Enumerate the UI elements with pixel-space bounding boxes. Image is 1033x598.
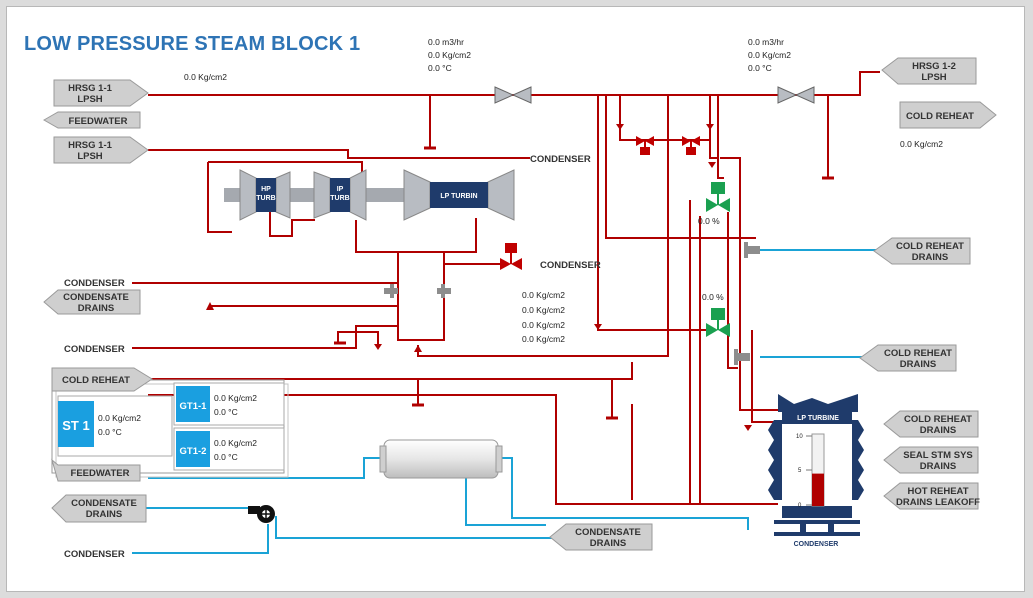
ip-turbine[interactable]	[313, 169, 367, 221]
condenser-label-1: CONDENSER	[530, 154, 591, 165]
pump-icon[interactable]	[248, 505, 275, 523]
lp-turbine-main-label: LP TURBINE	[797, 415, 839, 422]
page-title: LOW PRESSURE STEAM BLOCK 1	[24, 33, 361, 55]
press-2: 0.0 Kg/cm2	[748, 50, 791, 60]
drain-stubs	[334, 146, 834, 420]
mid-pressure-3: 0.0 Kg/cm2	[522, 320, 565, 330]
gt11-label: GT1-1	[180, 401, 208, 412]
units-group	[51, 379, 289, 478]
check-valves	[384, 242, 760, 365]
condenser-labels: CONDENSER CONDENSER CONDENSER CONDENSER …	[64, 154, 838, 560]
red-valve-left[interactable]	[636, 136, 654, 155]
condenser-label-4: CONDENSER	[64, 344, 125, 355]
tag-cold-reheat-top[interactable]: COLD REHEAT	[906, 111, 974, 122]
gt12-label: GT1-2	[180, 446, 207, 457]
mid-pressure-1: 0.0 Kg/cm2	[522, 290, 565, 300]
tag-cold-reheat-left[interactable]: COLD REHEAT	[62, 375, 130, 386]
press-1: 0.0 Kg/cm2	[428, 50, 471, 60]
lp-turbin-label: LP TURBIN	[440, 193, 477, 200]
mid-pressure-4: 0.0 Kg/cm2	[522, 334, 565, 344]
gauge-scale-mid: 5	[798, 468, 802, 474]
deaerator-tank[interactable]	[379, 439, 503, 479]
cold-reheat-pressure: 0.0 Kg/cm2	[900, 139, 943, 149]
condenser-label-5: CONDENSER	[64, 549, 125, 560]
st1-temp: 0.0 °C	[98, 427, 122, 437]
st1-label: ST 1	[62, 418, 89, 433]
valve-1-percent: 0.0 %	[698, 216, 720, 226]
gt11-temp: 0.0 °C	[214, 407, 238, 417]
temp-1: 0.0 °C	[428, 63, 452, 73]
gt12-panel[interactable]	[173, 427, 285, 471]
st1-pressure: 0.0 Kg/cm2	[98, 413, 141, 423]
control-valve-condenser[interactable]	[500, 243, 522, 270]
lp-condenser-label: CONDENSER	[794, 541, 839, 548]
gt12-pressure: 0.0 Kg/cm2	[214, 438, 257, 448]
green-control-valve-1[interactable]	[706, 182, 730, 212]
unit-texts: ST 1 0.0 Kg/cm2 0.0 °C GT1-1 0.0 Kg/cm2 …	[62, 393, 257, 462]
temp-2: 0.0 °C	[748, 63, 772, 73]
st1-panel[interactable]	[57, 395, 173, 457]
gt11-panel[interactable]	[173, 382, 285, 426]
left-tag-shapes	[42, 79, 153, 523]
gauge-scale-bottom: 0	[798, 503, 802, 509]
condenser-label-3: CONDENSER	[64, 278, 125, 289]
condenser-label-2: CONDENSER	[540, 260, 601, 271]
mid-pressure-2: 0.0 Kg/cm2	[522, 305, 565, 315]
readings: 0.0 Kg/cm2 0.0 m3/hr 0.0 Kg/cm2 0.0 °C 0…	[184, 37, 943, 344]
water-lines	[132, 249, 876, 554]
gate-valve-2[interactable]	[777, 86, 815, 104]
right-tag-shapes	[549, 57, 997, 551]
flow-2: 0.0 m3/hr	[748, 37, 784, 47]
hp-turbine[interactable]	[239, 169, 291, 221]
tag-feedwater-top[interactable]: FEEDWATER	[69, 116, 128, 127]
gauge-scale: 10 5 0	[796, 434, 803, 509]
lp-turbine-condenser[interactable]	[768, 394, 864, 536]
lp-turbine-shaft-unit[interactable]	[403, 169, 515, 221]
gt12-temp: 0.0 °C	[214, 452, 238, 462]
hrsg11-pressure: 0.0 Kg/cm2	[184, 72, 227, 82]
gt11-pressure: 0.0 Kg/cm2	[214, 393, 257, 403]
red-valve-right[interactable]	[682, 136, 700, 155]
flow-1: 0.0 m3/hr	[428, 37, 464, 47]
tag-feedwater-bottom[interactable]: FEEDWATER	[71, 468, 130, 479]
valve-2-percent: 0.0 %	[702, 292, 724, 302]
flow-arrows	[206, 124, 752, 431]
gate-valve-1[interactable]	[494, 86, 532, 104]
lp-level-fill	[812, 473, 824, 506]
green-control-valve-2[interactable]	[706, 308, 730, 337]
gauge-scale-top: 10	[796, 434, 803, 440]
